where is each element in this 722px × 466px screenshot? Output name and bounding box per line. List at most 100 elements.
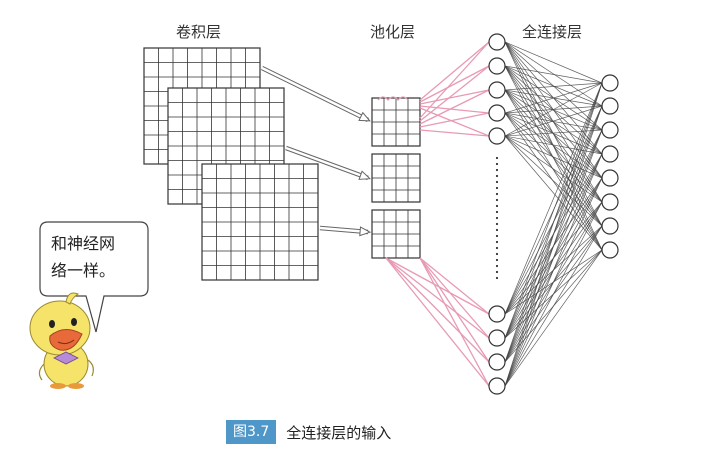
input-neuron bbox=[488, 81, 506, 99]
pink-connection bbox=[385, 257, 490, 363]
output-neuron bbox=[601, 169, 619, 187]
input-neuron bbox=[488, 33, 506, 51]
dark-connection bbox=[504, 225, 603, 387]
ellipsis-dot bbox=[495, 192, 499, 196]
pink-connection bbox=[419, 41, 490, 101]
pink-connection bbox=[419, 105, 490, 114]
pink-connection bbox=[419, 257, 490, 387]
pool-feature-map bbox=[371, 97, 421, 147]
dark-connection bbox=[504, 135, 603, 155]
ellipsis-dot bbox=[495, 276, 499, 280]
dark-connection bbox=[504, 112, 603, 203]
pool-feature-maps bbox=[371, 97, 421, 259]
pink-connection bbox=[419, 129, 490, 137]
dark-connection bbox=[504, 82, 603, 114]
figure-number-badge: 图3.7 bbox=[226, 420, 277, 444]
output-neuron bbox=[601, 97, 619, 115]
connection-lines bbox=[377, 41, 603, 387]
pink-connection bbox=[419, 65, 490, 103]
pink-connection bbox=[377, 96, 409, 102]
speech-bubble bbox=[39, 221, 149, 333]
pink-connection bbox=[419, 107, 490, 137]
dark-connection bbox=[504, 135, 603, 179]
dark-connection bbox=[504, 82, 603, 387]
arrow bbox=[319, 225, 372, 237]
ellipsis-dot bbox=[495, 162, 499, 166]
pool-layer-label: 池化层 bbox=[370, 23, 416, 41]
dark-connection bbox=[504, 82, 603, 137]
ellipsis-dot bbox=[495, 168, 499, 172]
dark-connection bbox=[504, 65, 603, 107]
pool-feature-map bbox=[371, 209, 421, 259]
conv-feature-maps bbox=[143, 47, 319, 281]
dark-connection bbox=[504, 129, 603, 137]
pink-connection bbox=[385, 257, 490, 315]
dark-connection bbox=[504, 129, 603, 387]
dark-connection bbox=[504, 153, 603, 387]
speech-line-2: 络一样。 bbox=[51, 261, 116, 280]
dark-connection bbox=[504, 112, 603, 131]
ellipsis-dot bbox=[495, 222, 499, 226]
duck-mascot bbox=[29, 292, 94, 389]
output-neuron bbox=[601, 74, 619, 92]
input-neuron bbox=[488, 353, 506, 371]
ellipsis-dot bbox=[495, 234, 499, 238]
pink-connection bbox=[419, 41, 490, 119]
ellipsis-dot bbox=[495, 246, 499, 250]
pink-connection bbox=[419, 65, 490, 122]
pink-connection bbox=[419, 89, 490, 125]
dark-connection bbox=[504, 112, 603, 251]
fc-layer-label: 全连接层 bbox=[522, 23, 583, 41]
pink-connection bbox=[419, 112, 490, 128]
dark-connection bbox=[504, 135, 603, 203]
dark-connection bbox=[504, 177, 603, 387]
figure-caption: 图3.7 全连接层的输入 bbox=[226, 419, 391, 445]
dark-connection bbox=[504, 89, 603, 179]
ellipsis-dot bbox=[495, 270, 499, 274]
ellipsis-dot bbox=[495, 186, 499, 190]
ellipsis-dot bbox=[495, 210, 499, 214]
ellipsis-dot bbox=[495, 258, 499, 262]
ellipsis-dot bbox=[495, 216, 499, 220]
arrow bbox=[285, 145, 372, 181]
speech-line-1: 和神经网 bbox=[51, 234, 116, 253]
dark-connection bbox=[504, 201, 603, 387]
input-neuron bbox=[488, 305, 506, 323]
ellipsis-dot bbox=[495, 240, 499, 244]
figure-title: 全连接层的输入 bbox=[286, 423, 392, 442]
pink-connection bbox=[419, 257, 490, 363]
dark-connection bbox=[504, 89, 603, 203]
output-neuron bbox=[601, 241, 619, 259]
ellipsis-dot bbox=[495, 180, 499, 184]
ellipsis-dot bbox=[495, 264, 499, 268]
ellipsis-dot bbox=[495, 252, 499, 256]
dark-connection bbox=[504, 89, 603, 227]
arrow bbox=[261, 65, 371, 123]
ellipsis-dot bbox=[495, 198, 499, 202]
input-neuron bbox=[488, 127, 506, 145]
dark-connection bbox=[504, 41, 603, 84]
dark-connection bbox=[504, 82, 603, 339]
dark-connection bbox=[504, 135, 603, 227]
dark-connection bbox=[504, 112, 603, 227]
input-neuron bbox=[488, 104, 506, 122]
dark-connection bbox=[504, 89, 603, 155]
pink-connection bbox=[419, 257, 490, 315]
dark-connection bbox=[504, 82, 603, 315]
pink-connection bbox=[385, 257, 490, 339]
dark-connection bbox=[504, 82, 603, 91]
dark-connection bbox=[504, 41, 603, 107]
dark-connection bbox=[504, 82, 603, 363]
conv-layer-label: 卷积层 bbox=[176, 23, 222, 41]
dark-connection bbox=[504, 65, 603, 84]
conv-to-pool-arrows bbox=[261, 65, 372, 237]
dark-connection bbox=[504, 105, 603, 387]
input-neuron bbox=[488, 57, 506, 75]
pink-connection bbox=[419, 257, 490, 339]
speech-bubble-text: 和神经网 络一样。 bbox=[51, 230, 141, 284]
ellipsis-dots bbox=[495, 156, 499, 280]
dark-connection bbox=[504, 112, 603, 155]
conv-feature-map bbox=[201, 163, 319, 281]
dark-connection bbox=[504, 135, 603, 251]
